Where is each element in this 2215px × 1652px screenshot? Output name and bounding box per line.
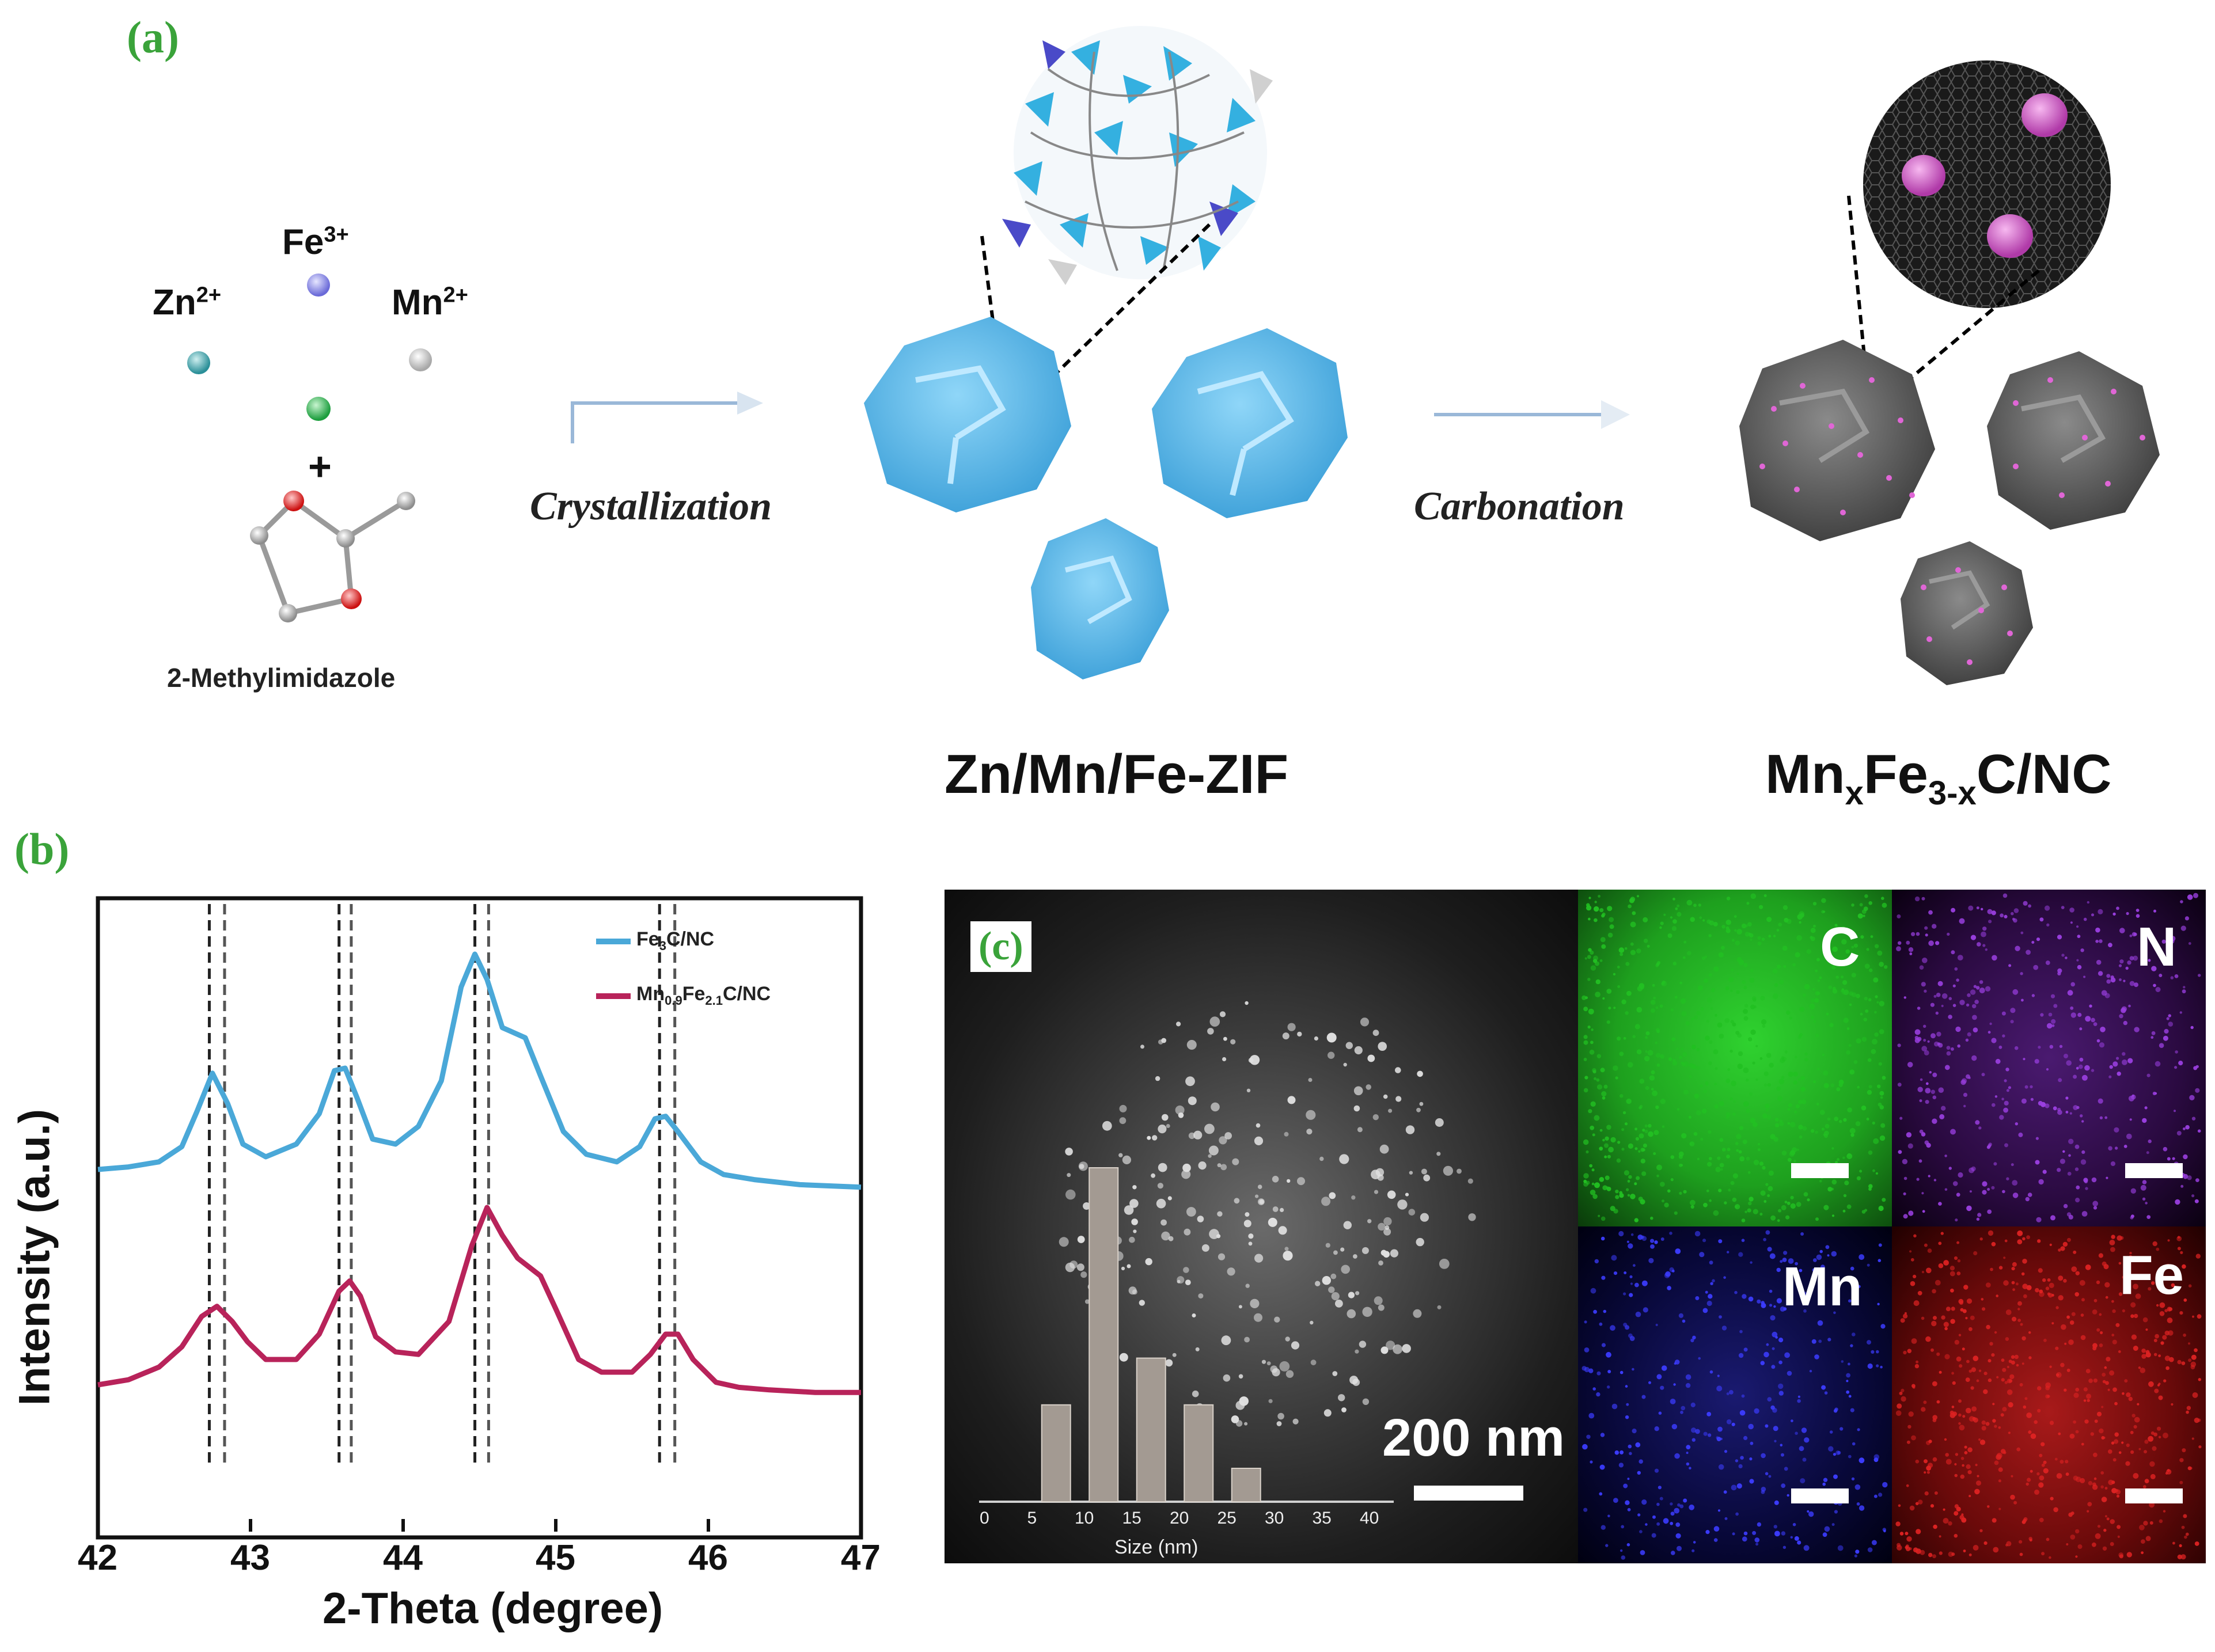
histogram-tick-label: 0 bbox=[980, 1509, 989, 1528]
size-histogram bbox=[979, 1167, 1394, 1503]
histogram-tick-label: 30 bbox=[1265, 1509, 1284, 1528]
panel-a-label: (a) bbox=[127, 12, 179, 62]
histogram-bar bbox=[1184, 1404, 1214, 1502]
legend-label-mnfec: Mn0.9Fe2.1C/NC bbox=[636, 983, 771, 1008]
carbonation-label: Carbonation bbox=[1414, 484, 1625, 529]
map-label-mn: Mn bbox=[1782, 1256, 1863, 1317]
carbon-crystal-icon bbox=[1987, 351, 2160, 530]
map-label-fe: Fe bbox=[2119, 1244, 2184, 1306]
zif-crystal-icon bbox=[1152, 328, 1348, 518]
histogram-tick-label: 20 bbox=[1170, 1509, 1189, 1528]
histogram-bar bbox=[1231, 1468, 1261, 1502]
zn-sphere-icon bbox=[187, 351, 210, 374]
histogram-xlabel: Size (nm) bbox=[1114, 1536, 1198, 1558]
xrd-chart bbox=[96, 896, 863, 1540]
x-axis-label: 2-Theta (degree) bbox=[323, 1584, 663, 1633]
histogram-bar bbox=[1041, 1404, 1071, 1502]
x-tick-label: 42 bbox=[78, 1538, 117, 1578]
histogram-tick-label: 35 bbox=[1312, 1509, 1332, 1528]
x-tick-label: 44 bbox=[383, 1538, 423, 1578]
scale-bar bbox=[1414, 1486, 1523, 1501]
crystallization-label: Crystallization bbox=[530, 484, 772, 529]
zif-crystal-icon bbox=[864, 317, 1071, 512]
map-scale-bar-c bbox=[1791, 1163, 1849, 1178]
histogram-tick-label: 10 bbox=[1075, 1509, 1094, 1528]
series-line-fe3c bbox=[97, 951, 862, 1190]
legend bbox=[596, 939, 631, 999]
fe-ion-label: Fe3+ bbox=[282, 222, 349, 262]
ion-spheres bbox=[187, 274, 432, 622]
carbon-crystals bbox=[1739, 340, 2160, 685]
panel-c-label: (c) bbox=[970, 921, 1031, 972]
eds-dots bbox=[1581, 893, 2202, 1560]
zif-product-label: Zn/Mn/Fe-ZIF bbox=[945, 743, 1289, 805]
histogram-bar bbox=[1136, 1357, 1166, 1502]
map-scale-bar-n bbox=[2125, 1163, 2183, 1178]
imidazole-molecule-icon bbox=[256, 499, 408, 617]
mn-sphere-icon bbox=[409, 348, 432, 371]
x-tick-marks bbox=[96, 1519, 863, 1532]
plus-sign: + bbox=[308, 444, 332, 489]
graphene-shell-icon bbox=[1863, 60, 2111, 308]
legend-label-fe3c: Fe3C/NC bbox=[636, 928, 715, 953]
map-label-c: C bbox=[1820, 916, 1860, 978]
series-line-mnfec bbox=[97, 1205, 861, 1395]
map-label-n: N bbox=[2137, 916, 2177, 978]
carbon-crystal-icon bbox=[1901, 541, 2033, 685]
x-tick-label: 43 bbox=[230, 1538, 270, 1578]
map-scale-bar-mn bbox=[1791, 1488, 1849, 1503]
scale-bar-label: 200 nm bbox=[1382, 1408, 1565, 1467]
carbon-crystal-icon bbox=[1739, 340, 1935, 541]
plot-frame bbox=[96, 896, 863, 1540]
zif-framework-icon bbox=[1002, 26, 1273, 285]
x-tick-label: 47 bbox=[841, 1538, 881, 1578]
histogram-tick-label: 25 bbox=[1217, 1509, 1237, 1528]
y-axis-label: Intensity (a.u.) bbox=[10, 1108, 59, 1406]
mnfec-product-label: MnxFe3-xC/NC bbox=[1765, 743, 2112, 812]
ligand-name: 2-Methylimidazole bbox=[167, 663, 396, 693]
x-tick-label: 45 bbox=[536, 1538, 575, 1578]
histogram-bar bbox=[1088, 1167, 1119, 1502]
zif-crystal-icon bbox=[1031, 518, 1169, 679]
fe-sphere-icon bbox=[307, 274, 330, 297]
carbonation-arrow-icon bbox=[1434, 400, 1630, 429]
zif-crystals bbox=[864, 317, 1348, 679]
histogram-bars bbox=[1041, 1167, 1261, 1502]
histogram-tick-label: 5 bbox=[1027, 1509, 1037, 1528]
histogram-tick-label: 40 bbox=[1360, 1509, 1379, 1528]
x-tick-label: 46 bbox=[688, 1538, 728, 1578]
zn-ion-label: Zn2+ bbox=[153, 283, 222, 322]
crystallization-arrow-icon bbox=[571, 392, 763, 443]
reference-lines bbox=[207, 904, 677, 1463]
green-sphere-icon bbox=[306, 397, 331, 421]
series-layer bbox=[97, 951, 862, 1395]
mn-ion-label: Mn2+ bbox=[392, 283, 468, 322]
histogram-tick-label: 15 bbox=[1122, 1509, 1141, 1528]
map-manganese bbox=[1578, 1226, 1892, 1563]
panel-b-label: (b) bbox=[14, 824, 70, 874]
map-scale-bar-fe bbox=[2125, 1488, 2183, 1503]
